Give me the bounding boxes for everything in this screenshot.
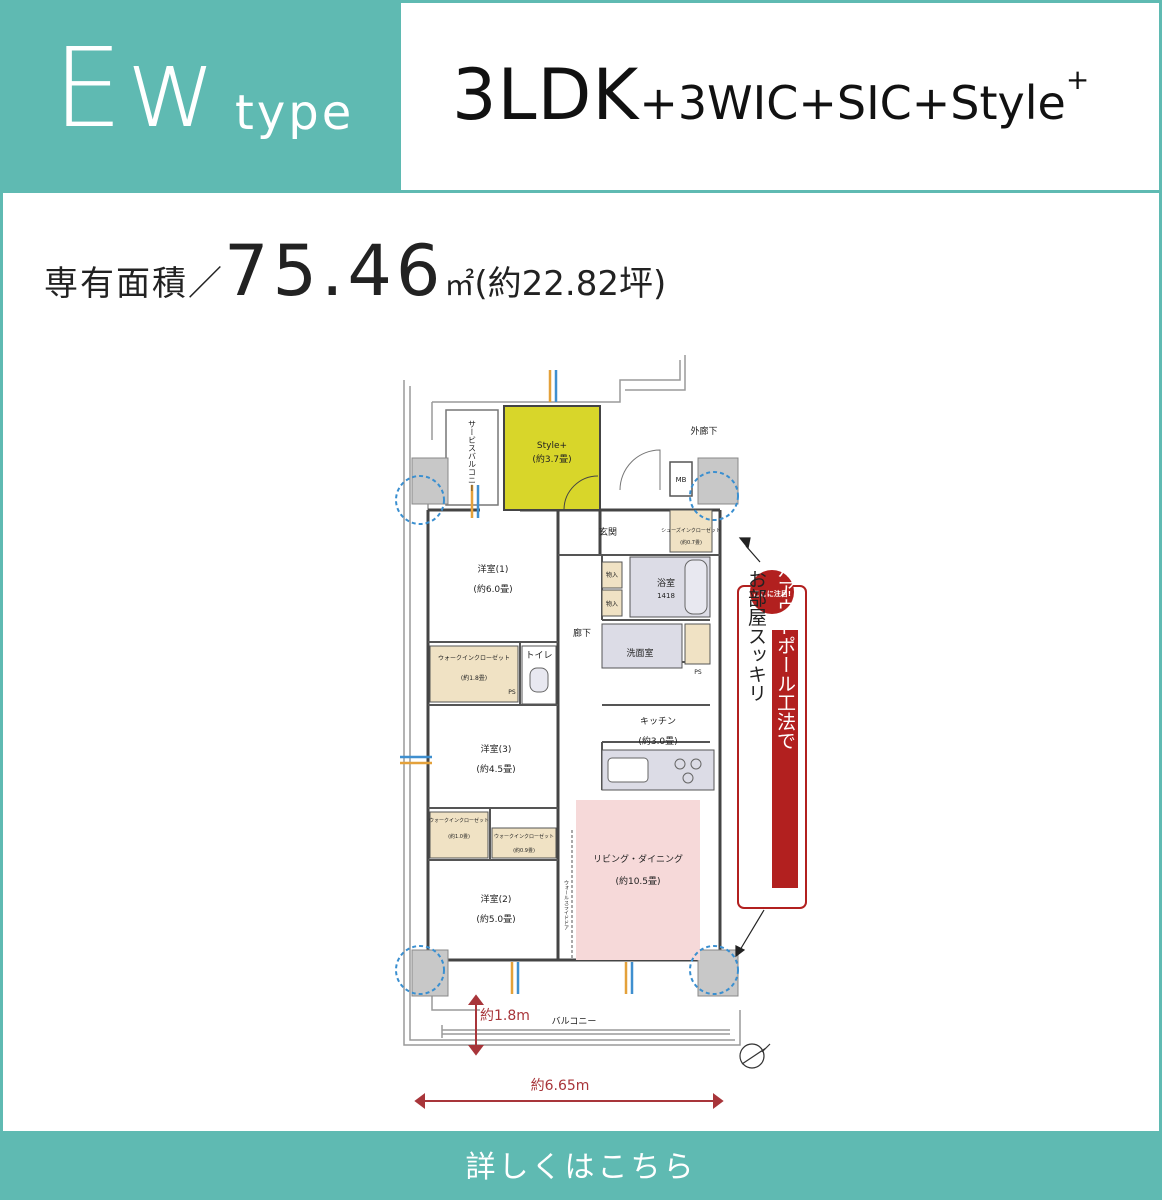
stove-burner xyxy=(690,758,702,770)
balcony-depth-label: 約1.8m xyxy=(480,1008,530,1024)
label-kitchen-size: (約3.0畳) xyxy=(638,735,677,747)
entry-door-swing xyxy=(619,449,661,491)
plan-title: 3LDK+3WIC+SIC+Style+ xyxy=(452,60,1089,130)
toilet-bowl xyxy=(529,667,549,693)
width-label: 約6.65m xyxy=(531,1078,590,1094)
plan-superscript: + xyxy=(1065,63,1090,96)
floor-plan: Style+ (約3.7畳) 外廊下 玄関 シューズインクローゼット (約0.7… xyxy=(395,355,807,1109)
bathtub xyxy=(684,559,708,615)
type-main-label: Ew xyxy=(53,24,221,152)
area-unit: ㎡ xyxy=(444,268,475,303)
label-storage-a: 物入 xyxy=(606,571,618,579)
plan-extras: +3WIC+SIC+Style xyxy=(639,76,1066,130)
airflow-arrows xyxy=(400,370,634,994)
shoes-closet xyxy=(669,509,713,553)
mb-box xyxy=(669,461,693,497)
label-wic3-size: (約0.9畳) xyxy=(513,847,535,854)
area-label: 専有面積／ xyxy=(44,264,224,304)
pillar-top-right xyxy=(697,457,739,505)
wic3-closet xyxy=(491,827,557,859)
wic1-closet xyxy=(429,645,519,703)
callout-pointers xyxy=(735,537,765,958)
area-value: 75.46 xyxy=(224,230,445,312)
label-kitchen: キッチン xyxy=(640,716,676,727)
label-ps-b: PS xyxy=(694,669,702,676)
label-service-balcony: サービスバルコニー xyxy=(468,420,477,492)
type-badge: Ew type xyxy=(3,3,401,190)
pillar-top-left xyxy=(411,457,449,505)
label-wic2: ウォークインクローゼット xyxy=(429,817,489,824)
details-button[interactable]: 詳しくはこちら xyxy=(3,1131,1159,1197)
header-divider xyxy=(3,190,1159,193)
style-plus-door-swing xyxy=(563,475,599,511)
label-western2-size: (約5.0畳) xyxy=(476,913,515,925)
callout-badge-text: ここに注目! xyxy=(753,589,791,598)
label-western1-size: (約6.0畳) xyxy=(473,583,512,595)
label-style-plus-size: (約3.7畳) xyxy=(532,453,571,465)
label-western2: 洋室(2) xyxy=(481,893,512,905)
label-ps-a: PS xyxy=(508,689,516,696)
compass-icon xyxy=(739,1043,771,1069)
label-balcony: バルコニー xyxy=(552,1016,597,1027)
style-plus-room xyxy=(503,405,601,511)
label-living: リビング・ダイニング xyxy=(593,853,683,865)
width-dimension xyxy=(414,1093,724,1109)
label-hall: 廊下 xyxy=(573,627,591,639)
label-western3: 洋室(3) xyxy=(481,743,512,755)
type-suffix-label: type xyxy=(235,85,355,141)
label-wall-door: ウォールスライドドア xyxy=(563,879,569,930)
washroom xyxy=(601,623,683,669)
label-wic3: ウォークインクローゼット xyxy=(494,833,554,840)
stove-burner xyxy=(674,758,686,770)
wash-storage xyxy=(684,623,711,665)
stove-burner xyxy=(682,772,694,784)
label-shoes-closet-size: (約0.7畳) xyxy=(680,539,702,546)
label-wic2-size: (約1.0畳) xyxy=(448,833,470,840)
wic2-closet xyxy=(429,811,489,859)
label-style-plus: Style+ xyxy=(537,441,567,451)
details-button-label: 詳しくはこちら xyxy=(465,1150,697,1185)
pillar-bottom-left xyxy=(411,949,449,997)
label-western1: 洋室(1) xyxy=(478,563,509,575)
balcony-depth-dimension xyxy=(468,994,484,1056)
area-line: 専有面積／75.46㎡(約22.82坪) xyxy=(44,236,666,306)
label-shoes-closet: シューズインクローゼット xyxy=(661,527,721,534)
kitchen-sink xyxy=(607,757,649,783)
pillar-bottom-right xyxy=(697,949,739,997)
callout-text: お部屋スッキリ xyxy=(745,570,767,703)
label-washroom: 洗面室 xyxy=(626,647,653,659)
label-bath-size: 1418 xyxy=(657,592,675,600)
storage-b xyxy=(601,589,623,617)
label-entrance: 玄関 xyxy=(599,526,617,538)
callout-highlight-bg xyxy=(772,630,798,888)
callout-badge xyxy=(750,570,794,614)
living-dining-area xyxy=(576,800,700,960)
label-toilet: トイレ xyxy=(525,651,552,661)
label-western3-size: (約4.5畳) xyxy=(476,763,515,775)
label-bath: 浴室 xyxy=(657,577,675,589)
callout-highlight-text: ダブルアウトポール工法で xyxy=(774,522,796,750)
label-wic1-size: (約1.8畳) xyxy=(461,674,487,682)
label-storage-b: 物入 xyxy=(606,600,618,608)
label-outer-corridor: 外廊下 xyxy=(690,425,717,437)
plan-layout: 3LDK xyxy=(452,54,640,136)
area-tsubo: (約22.82坪) xyxy=(474,264,667,304)
label-mb: MB xyxy=(676,476,687,484)
interior-walls xyxy=(426,508,722,962)
storage-a xyxy=(601,561,623,589)
label-wic1: ウォークインクローゼット xyxy=(438,654,510,662)
outpole-circles xyxy=(395,471,739,995)
label-living-size: (約10.5畳) xyxy=(615,875,660,887)
